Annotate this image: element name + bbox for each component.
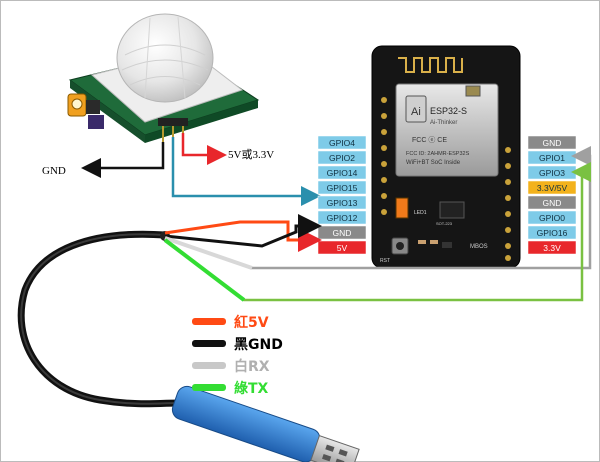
left-pin-box-3 — [317, 180, 367, 195]
left-pin-box-0 — [317, 135, 367, 150]
chip-code: SOT-223 — [436, 221, 453, 226]
right-pin-box-6 — [527, 225, 577, 240]
legend-swatch-0 — [192, 318, 226, 325]
right-header-holes — [505, 147, 511, 261]
mbos-label: MBOS — [470, 244, 488, 250]
right-pin-label-1: GPIO1 — [539, 153, 565, 163]
left-pin-box-4 — [317, 195, 367, 210]
usb-plug — [310, 435, 360, 462]
left-pin-label-7: 5V — [337, 243, 348, 253]
pir-power-wire — [181, 133, 227, 165]
legend-label-2: 白RX — [234, 358, 270, 375]
ipex-connector — [465, 85, 481, 97]
right-pin-label-3: 3.3V/5V — [537, 183, 568, 193]
right-pin-label-0: GND — [543, 138, 562, 148]
left-pin-label-0: GPIO4 — [329, 138, 355, 148]
adapter-5v-wire — [164, 220, 322, 252]
right-pin-box-7 — [527, 240, 577, 255]
regulator-chip — [439, 201, 465, 219]
right-pin-label-2: GPIO3 — [539, 168, 565, 178]
legend-swatch-3 — [192, 384, 226, 391]
legend-label-0: 紅5V — [234, 314, 269, 331]
esp32-board: Ai ESP32-S Ai-Thinker FCC ⓔ CE FCC ID: 2… — [371, 45, 521, 269]
right-pin-label-5: GPIO0 — [539, 213, 565, 223]
pir-signal-wire — [171, 137, 321, 206]
left-pin-box-2 — [317, 165, 367, 180]
legend-swatch-2 — [192, 362, 226, 369]
module-name: ESP32-S — [430, 106, 467, 116]
fcc-mark: FCC ⓔ CE — [412, 136, 447, 144]
wire-color-legend: 紅5V 黑GND 白RX 綠TX — [192, 314, 283, 397]
legend-swatch-1 — [192, 340, 226, 347]
pir-dome — [116, 13, 214, 103]
pir-power-label: 5V或3.3V — [228, 148, 274, 161]
left-header-holes — [381, 97, 387, 215]
right-pin-box-5 — [527, 210, 577, 225]
led-label: LED1 — [414, 210, 427, 216]
left-pin-label-2: GPIO14 — [327, 168, 358, 178]
right-pin-box-3 — [527, 180, 577, 195]
legend-label-3: 綠TX — [234, 380, 269, 397]
pir-pcb-side — [70, 80, 145, 143]
left-pin-box-1 — [317, 150, 367, 165]
usb-cable — [17, 230, 209, 414]
left-pin-label-4: GPIO13 — [327, 198, 358, 208]
right-pin-label-7: 3.3V — [543, 243, 561, 253]
right-pin-box-0 — [527, 135, 577, 150]
rst-label: RST — [380, 258, 390, 264]
left-pin-label-5: GPIO12 — [327, 213, 358, 223]
pir-gnd-wire — [81, 142, 165, 178]
ai-logo: Ai — [411, 106, 421, 118]
module-cert: FCC ID: 2AHMR-ESP32S — [406, 151, 470, 157]
module-brand: Ai-Thinker — [430, 120, 457, 126]
left-pin-label-1: GPIO2 — [329, 153, 355, 163]
left-pin-label-6: GND — [333, 228, 352, 238]
right-pin-label-6: GPIO16 — [537, 228, 568, 238]
usb-serial-adapter — [17, 230, 360, 462]
pir-header — [158, 118, 188, 126]
pir-sensor — [67, 13, 260, 143]
right-pin-box-4 — [527, 195, 577, 210]
esp32-antenna — [398, 57, 463, 73]
flash-led — [395, 197, 409, 219]
legend-label-1: 黑GND — [234, 337, 283, 353]
pir-gnd-label: GND — [42, 165, 66, 177]
module-desc: WiFi+BT SoC Inside — [406, 160, 461, 166]
adapter-gnd-wire — [164, 214, 322, 248]
right-pin-label-4: GND — [543, 198, 562, 208]
left-pin-label-3: GPIO15 — [327, 183, 358, 193]
pir-capacitor — [88, 115, 104, 129]
